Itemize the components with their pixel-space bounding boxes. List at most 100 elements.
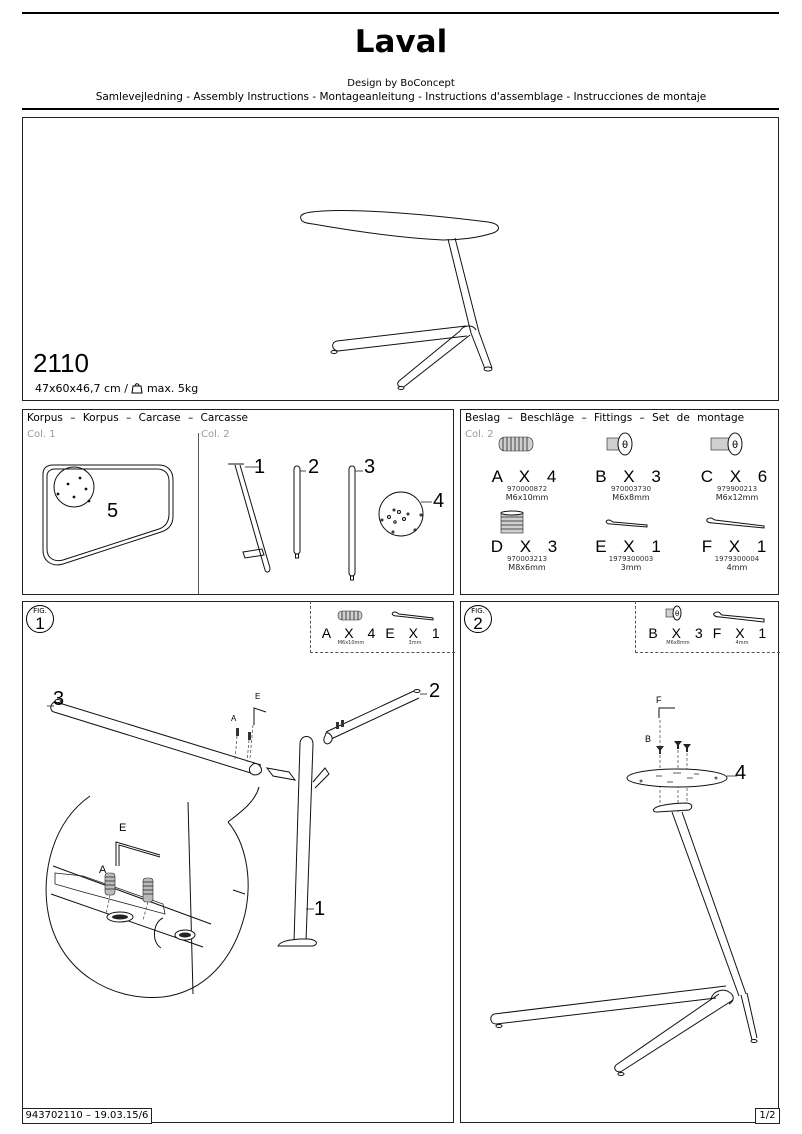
fig-1-part-3-callout: 3 <box>53 688 65 710</box>
fig-2-need-f-size: 4mm <box>735 639 749 646</box>
fitting-a-size: M6x10mm <box>505 493 549 502</box>
countersunk-screw-icon-c: θ <box>710 432 743 456</box>
fig-2-badge: FIG. 2 <box>464 605 492 633</box>
fitting-c-article: 979900213 <box>716 485 758 493</box>
col1-label: Col. 1 <box>27 429 56 440</box>
allen-key-icon <box>391 610 434 621</box>
document-reference: 943702110 – 19.03.15/6 <box>21 1107 153 1124</box>
fig-2-required-fittings: θ B X 3 M6x8mm F X 1 4mm <box>635 600 780 653</box>
fig-2-need-b-code: B X 3 <box>648 624 708 641</box>
instructions-subtitle: Samlevejledning - Assembly Instructions … <box>95 91 707 103</box>
fig-1-need-a-code: A X 4 <box>321 624 381 641</box>
figure-2-panel: FIG. 2 θ B X 3 M6x8mm F X 1 4mm <box>460 600 780 1124</box>
fig-1-key-e-callout: E <box>255 692 261 701</box>
fitting-d-article: 970003213 <box>506 555 548 563</box>
header-rule <box>22 108 779 110</box>
fitting-f-size: 4mm <box>726 563 748 572</box>
fig-1-required-fittings: A X 4 M6x10mm E X 1 3mm <box>310 600 455 653</box>
product-title: Laval <box>354 24 448 60</box>
fittings-panel: Beslag – Beschläge – Fittings – Set de m… <box>460 409 779 595</box>
fitting-b-code: B X 3 <box>595 467 667 486</box>
fig-2-assembly-illustration <box>490 707 758 1076</box>
fitting-c-code: C X 6 <box>700 467 774 486</box>
fitting-a-code: A X 4 <box>491 467 563 486</box>
fig-1-screw-a-callout: A <box>231 714 237 723</box>
part-1-label: 1 <box>254 456 266 478</box>
grub-screw-icon <box>337 610 363 620</box>
assembled-table-illustration <box>300 210 499 390</box>
countersunk-screw-icon-b: θ <box>606 432 633 456</box>
fig-1-badge: FIG. 1 <box>26 605 54 633</box>
fig-1-part-2-callout: 2 <box>429 680 441 702</box>
fig-2-number: 2 <box>473 614 483 633</box>
countersunk-screw-icon: θ <box>665 605 682 620</box>
part-3-label: 3 <box>364 456 376 478</box>
fitting-b: B X 3 970003730 M6x8mm <box>581 466 681 502</box>
fig-2-label: FIG. <box>471 607 485 615</box>
svg-text:θ: θ <box>622 440 628 451</box>
fig-2-screw-b-callout: B <box>645 734 652 744</box>
fitting-e: E X 1 1979300003 3mm <box>581 536 681 572</box>
top-rule <box>22 12 779 14</box>
fitting-e-article: 1979300003 <box>608 555 654 563</box>
part-5-label: 5 <box>107 500 119 522</box>
dimensions-and-load: 47x60x46,7 cm / max. 5kg <box>35 382 198 395</box>
fig-2-fitting-icons: θ <box>665 605 765 623</box>
fitting-b-article: 970003730 <box>610 485 652 493</box>
grub-screw-icon <box>498 436 534 452</box>
fitting-d-size: M8x6mm <box>508 563 546 572</box>
col2-label: Col. 2 <box>201 429 230 440</box>
dimensions-text: 47x60x46,7 cm / <box>35 382 128 395</box>
fitting-d: D X 3 970003213 M8x6mm <box>477 536 577 572</box>
carcase-heading: Korpus – Korpus – Carcase – Carcasse <box>27 412 249 424</box>
fitting-a: A X 4 970000872 M6x10mm <box>477 466 577 502</box>
fitting-e-code: E X 1 <box>595 537 667 556</box>
fig-1-need-a: A X 4 M6x10mm <box>321 626 381 646</box>
carcase-parts-panel: Korpus – Korpus – Carcase – Carcasse Col… <box>22 409 454 595</box>
fig-1-need-e: E X 1 3mm <box>385 626 445 646</box>
fig-2-part-4-callout: 4 <box>735 762 747 784</box>
fig-1-need-e-size: 3mm <box>408 639 422 646</box>
part-2-label: 2 <box>308 456 320 478</box>
allen-key-icon <box>713 610 765 623</box>
fitting-f-article: 1979300004 <box>714 555 760 563</box>
fittings-col-label: Col. 2 <box>465 429 494 440</box>
fig-2-need-b-size: M6x8mm <box>666 639 690 646</box>
svg-text:θ: θ <box>675 610 679 618</box>
fig-1-fitting-icons <box>337 610 434 621</box>
fig-1-number: 1 <box>35 614 45 633</box>
svg-text:θ: θ <box>732 440 738 451</box>
fitting-c: C X 6 979900213 M6x12mm <box>687 466 787 502</box>
fig-2-need-f: F X 1 4mm <box>712 626 772 646</box>
weight-bag-icon <box>131 383 144 394</box>
fig-1-zoom-a-callout: A <box>99 864 107 876</box>
fitting-d-code: D X 3 <box>490 537 564 556</box>
threaded-insert-icon <box>500 510 524 534</box>
fitting-e-size: 3mm <box>620 563 642 572</box>
fig-2-need-b: B X 3 M6x8mm <box>648 626 708 646</box>
allen-key-icon-f <box>706 517 765 529</box>
fitting-b-size: M6x8mm <box>612 493 650 502</box>
part-4-label: 4 <box>433 490 445 512</box>
designer-credit: Design by BoConcept <box>347 78 455 89</box>
fitting-f: F X 1 1979300004 4mm <box>687 536 787 572</box>
fitting-c-size: M6x12mm <box>715 493 759 502</box>
fig-1-assembly-illustration <box>45 689 427 999</box>
fig-1-zoom-e-callout: E <box>119 822 127 834</box>
table-top-part-illustration <box>42 463 432 581</box>
fitting-f-code: F X 1 <box>701 537 773 556</box>
model-number: 2110 <box>33 348 89 378</box>
max-load-text: max. 5kg <box>146 382 199 395</box>
allen-key-icon-e <box>605 519 648 528</box>
fig-2-key-f-callout: F <box>656 695 662 705</box>
fig-1-label: FIG. <box>33 607 47 615</box>
fig-1-need-a-size: M6x10mm <box>337 639 365 646</box>
fittings-heading: Beslag – Beschläge – Fittings – Set de m… <box>465 412 745 424</box>
column-divider <box>198 433 199 594</box>
fitting-a-article: 970000872 <box>506 485 548 493</box>
fittings-icons: θ θ <box>498 432 765 534</box>
figure-1-panel: FIG. 1 A X 4 M6x10mm E X 1 3mm <box>21 600 455 1124</box>
page-number: 1/2 <box>755 1107 780 1124</box>
fig-1-need-e-code: E X 1 <box>385 624 445 641</box>
fig-2-need-f-code: F X 1 <box>712 624 772 641</box>
